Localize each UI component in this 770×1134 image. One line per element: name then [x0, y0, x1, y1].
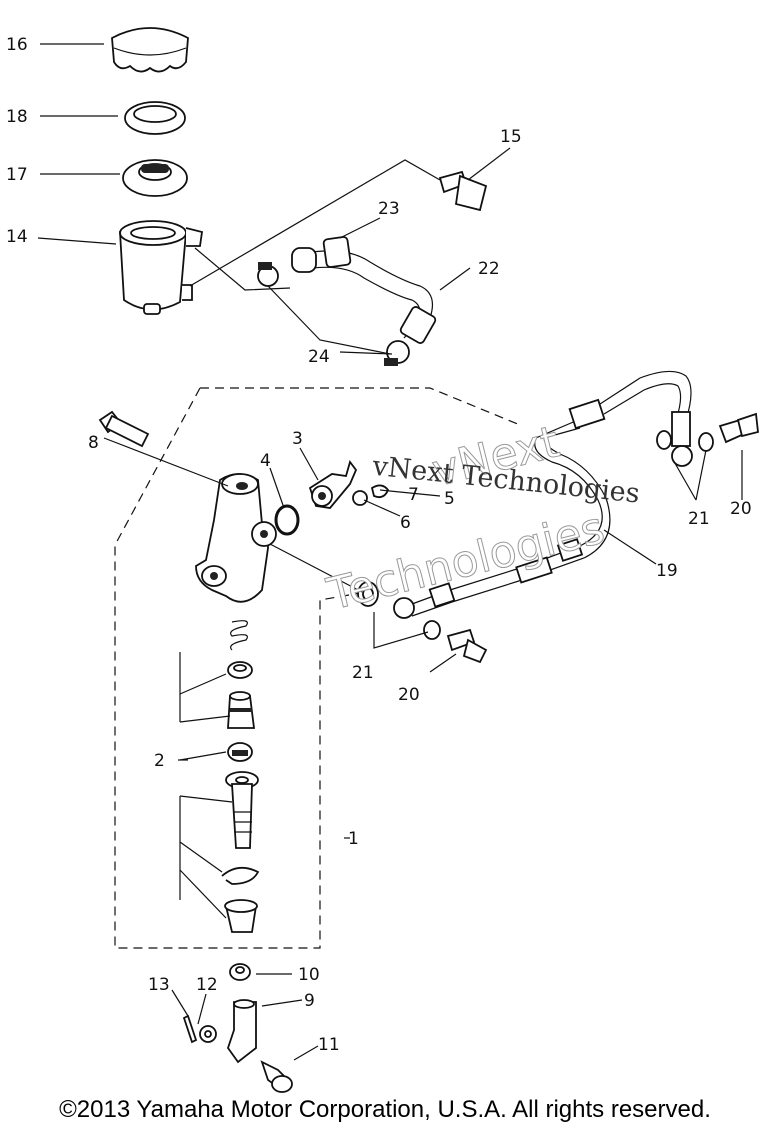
- callout-2: 2: [154, 751, 165, 771]
- callout-22: 22: [478, 259, 500, 279]
- callout-12: 12: [196, 975, 218, 995]
- hose-joint: [308, 460, 358, 509]
- o-ring: [274, 504, 300, 536]
- spring-seat: [227, 661, 253, 679]
- callout-19: 19: [656, 561, 678, 581]
- reservoir-body: [119, 220, 204, 315]
- callout-17: 17: [6, 165, 28, 185]
- callout-9: 9: [304, 991, 315, 1011]
- locknut: [229, 963, 251, 981]
- callout-13: 13: [148, 975, 170, 995]
- reservoir-diaphragm: [122, 159, 188, 197]
- callout-21-lower: 21: [352, 663, 374, 683]
- hose-clip-lower: [384, 340, 410, 366]
- spring: [230, 620, 248, 651]
- callout-20-lower: 20: [398, 685, 420, 705]
- callout-1: 1: [348, 829, 359, 849]
- bolt-8: [98, 410, 150, 448]
- reservoir-bolt: [438, 170, 488, 212]
- brake-hose: [393, 370, 693, 619]
- callout-20-upper: 20: [730, 499, 752, 519]
- callout-5: 5: [444, 489, 455, 509]
- clip: [370, 484, 390, 499]
- master-cylinder-body: [195, 473, 277, 603]
- clevis-pin: [260, 1060, 293, 1093]
- cotter-pin: [182, 1014, 198, 1044]
- callout-3: 3: [292, 429, 303, 449]
- piston-cup-secondary: [227, 742, 253, 762]
- callout-16: 16: [6, 35, 28, 55]
- callout-11: 11: [318, 1035, 340, 1055]
- callout-6: 6: [400, 513, 411, 533]
- reservoir-cap-plate: [124, 101, 186, 135]
- callout-18: 18: [6, 107, 28, 127]
- callout-24: 24: [308, 347, 330, 367]
- piston-cup-primary: [227, 691, 256, 729]
- union-bolt-lower: [446, 628, 488, 664]
- callout-10: 10: [298, 965, 320, 985]
- callout-4: 4: [260, 451, 271, 471]
- washer-12: [199, 1025, 217, 1043]
- reservoir-hose: [291, 236, 437, 344]
- reservoir-cap: [111, 27, 189, 73]
- piston: [225, 771, 259, 849]
- callout-7: 7: [408, 485, 419, 505]
- union-bolt-right: [718, 412, 759, 444]
- callout-23: 23: [378, 199, 400, 219]
- washer-21-upper: [656, 430, 714, 452]
- callout-15: 15: [500, 127, 522, 147]
- washer-cylinder: [357, 581, 379, 607]
- clevis: [227, 999, 257, 1064]
- callout-21-upper: 21: [688, 509, 710, 529]
- washer-21-lower: [423, 620, 441, 640]
- callout-8: 8: [88, 433, 99, 453]
- washer-6: [352, 490, 368, 506]
- copyright-notice: ©2013 Yamaha Motor Corporation, U.S.A. A…: [59, 1096, 711, 1123]
- circlip: [221, 866, 260, 885]
- assembly-outline: [114, 387, 521, 949]
- dust-boot: [224, 899, 258, 933]
- callout-14: 14: [6, 227, 28, 247]
- watermark-technologies-outline: Technologies: [322, 503, 610, 621]
- hose-clip-upper: [257, 262, 279, 287]
